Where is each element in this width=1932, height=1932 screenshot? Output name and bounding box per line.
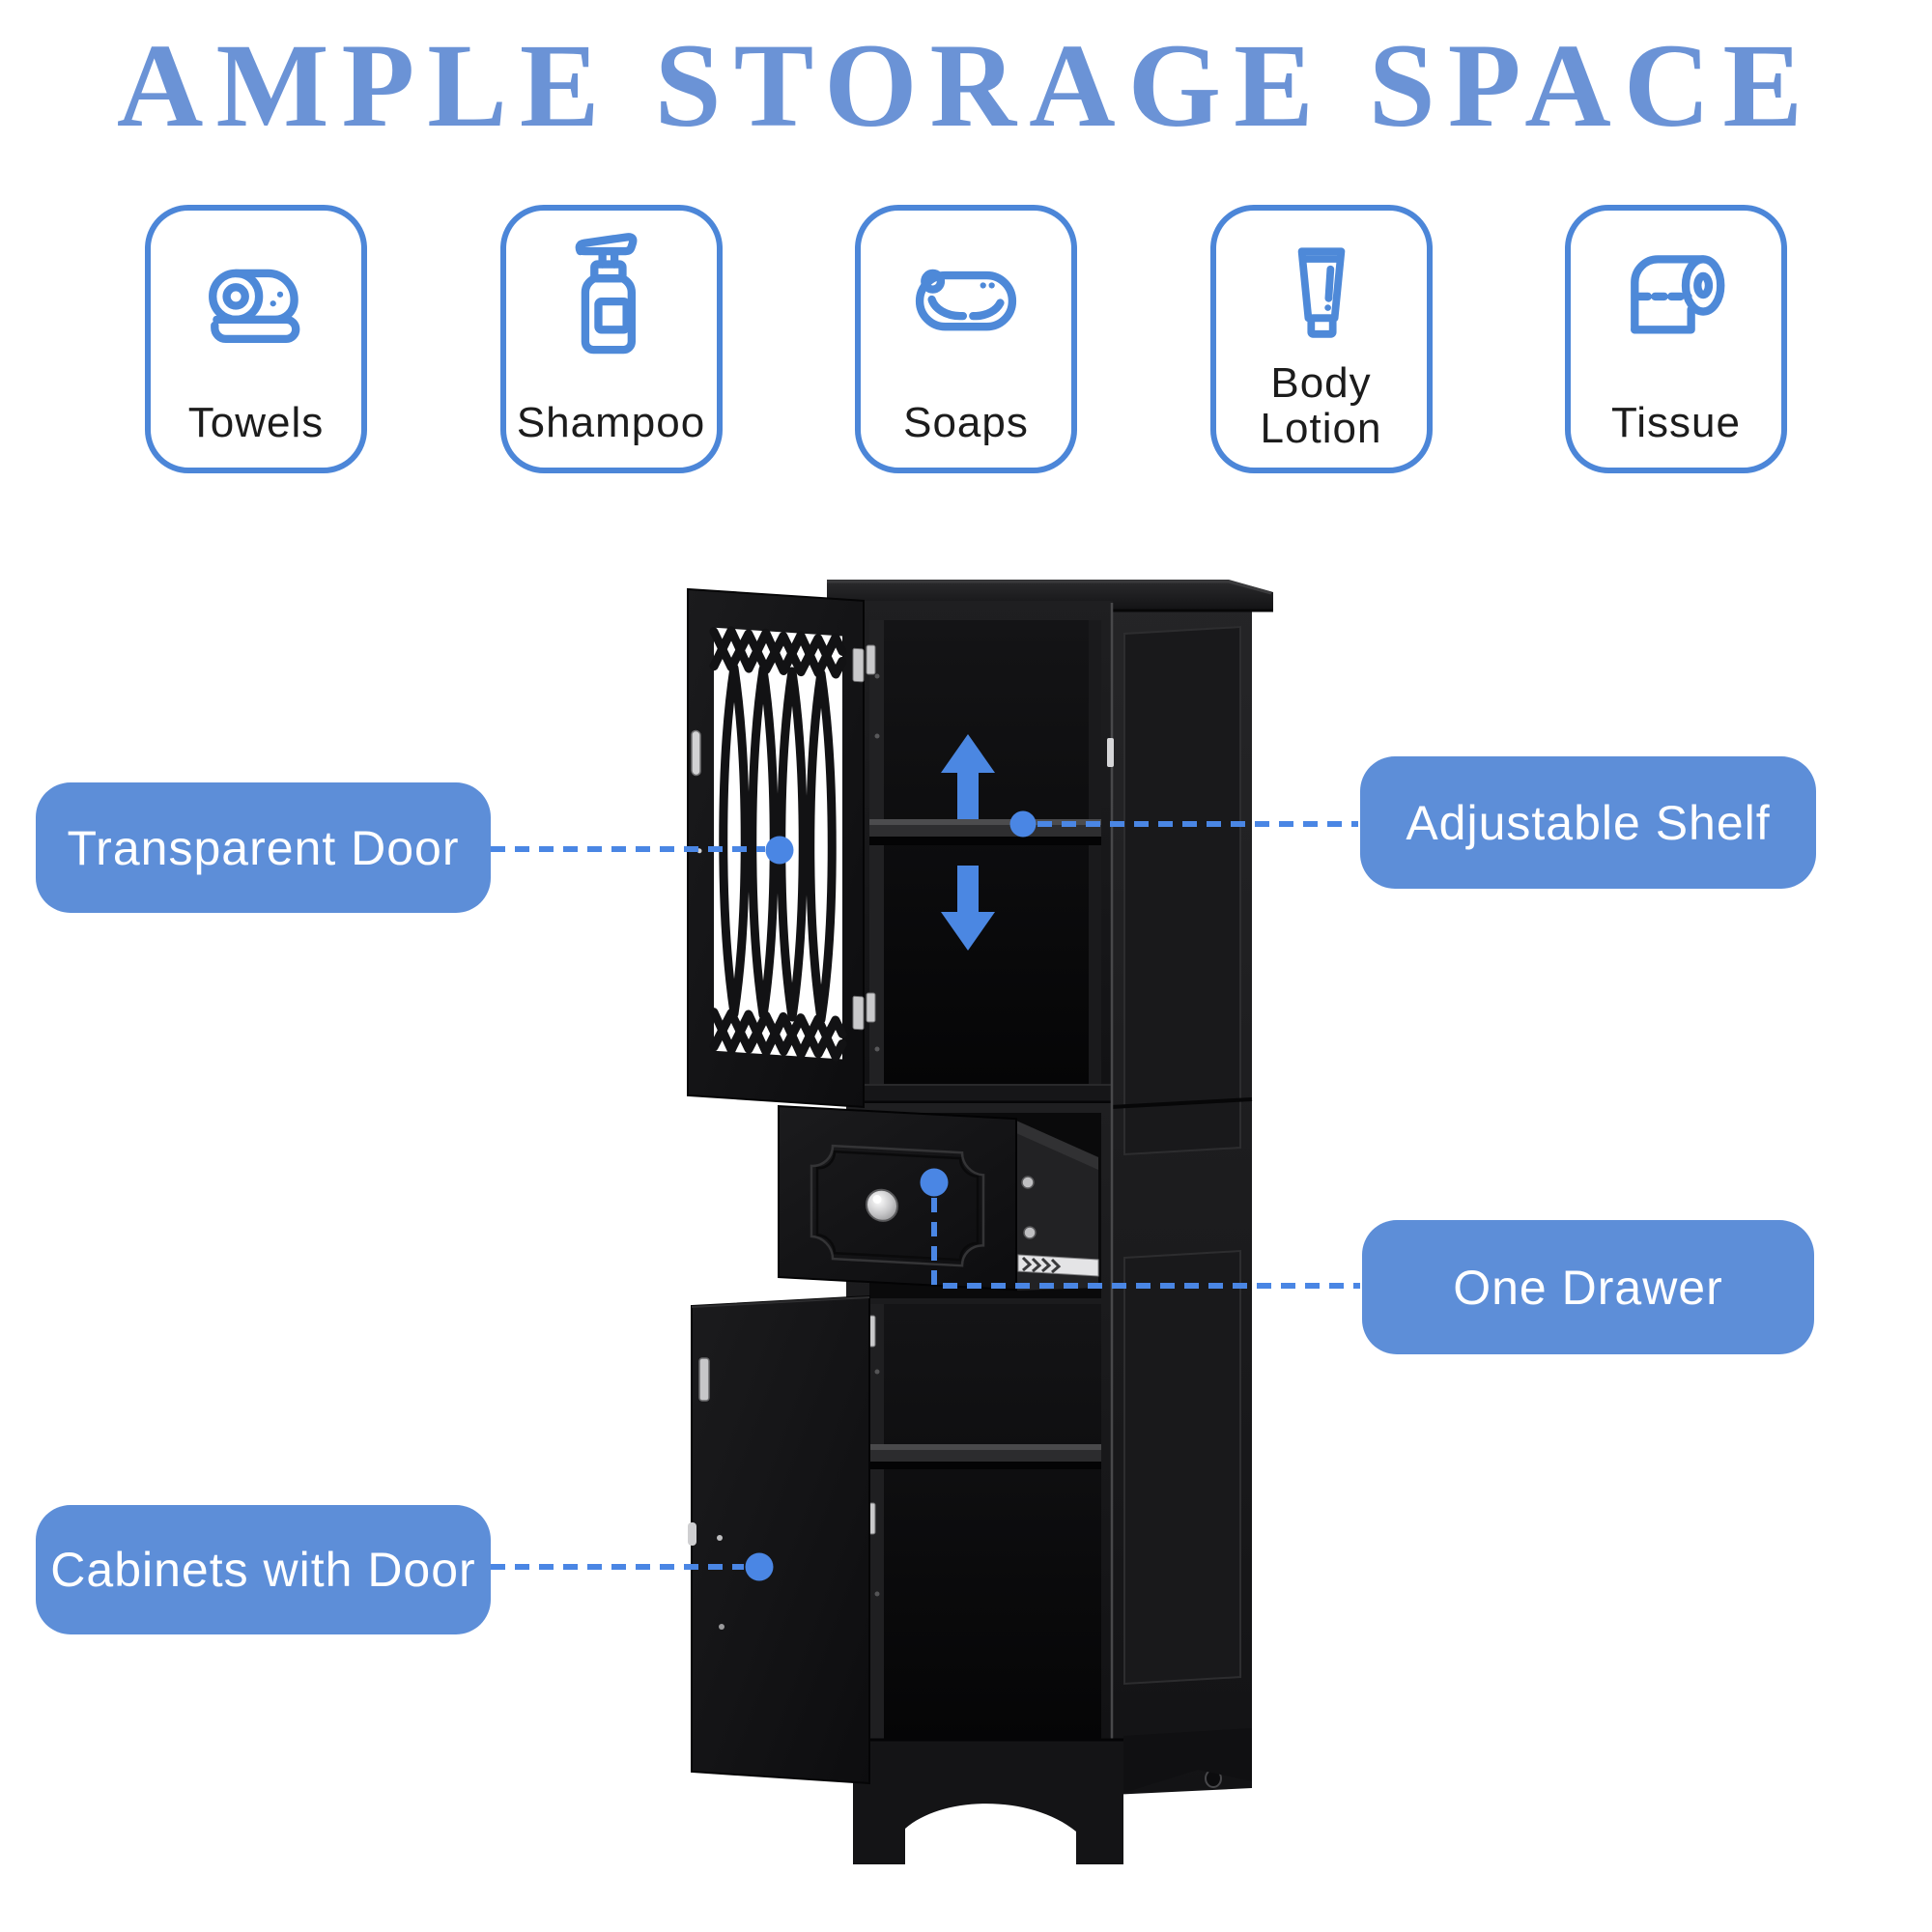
connector-dot-adjustable-shelf [1009, 810, 1037, 838]
callout-one-drawer-label: One Drawer [1453, 1260, 1723, 1315]
cabinet-side-base [1123, 1728, 1252, 1793]
upper-hinge-plate [866, 644, 876, 675]
callout-transparent-door-label: Transparent Door [67, 820, 460, 875]
feature-label-soaps: Soaps [903, 399, 1029, 447]
feature-label-body-lotion: Body Lotion [1260, 359, 1382, 452]
adjustable-shelf [869, 819, 1101, 845]
feature-label-towels: Towels [187, 399, 325, 447]
towel-roll-icon [209, 269, 300, 344]
door-catch-plate [1107, 738, 1114, 767]
feature-box-towels: Towels [145, 205, 367, 473]
drawer [778, 1105, 1017, 1292]
callout-transparent-door: Transparent Door [36, 782, 491, 913]
callout-one-drawer: One Drawer [1362, 1220, 1814, 1354]
connector-dot-one-drawer [920, 1168, 949, 1197]
feature-box-tissue: Tissue [1565, 205, 1787, 473]
lotion-tube-icon [1297, 247, 1345, 338]
connector-dot-cabinets-with-door [745, 1552, 774, 1581]
callout-cabinets-with-door: Cabinets with Door [36, 1505, 491, 1634]
shelf-up-arrow [941, 734, 995, 819]
unit-seam [846, 1084, 1113, 1104]
door-lock-plate [698, 1357, 710, 1402]
lower-compartment [866, 1304, 1101, 1739]
soap-bar-icon [915, 269, 1017, 331]
cabinet-base [853, 1738, 1123, 1864]
callout-cabinets-with-door-label: Cabinets with Door [50, 1543, 476, 1597]
callout-adjustable-shelf: Adjustable Shelf [1360, 756, 1816, 889]
feature-label-line1: Body [1270, 359, 1372, 407]
feature-box-body-lotion: Body Lotion [1209, 205, 1433, 473]
door-catch [688, 1522, 696, 1546]
feature-label-tissue: Tissue [1611, 399, 1741, 447]
feature-label-line2: Lotion [1260, 404, 1382, 452]
page-title: AMPLE STORAGE SPACE [116, 19, 1816, 152]
toilet-paper-roll-icon [1631, 255, 1725, 334]
feature-icon-row: Towels Shampoo Soaps [145, 205, 1787, 473]
cabinet-side-panel [1110, 594, 1253, 1795]
door-hinge [852, 995, 865, 1031]
connector-dot-transparent-door [765, 836, 794, 865]
shelf-down-arrow [941, 866, 995, 951]
upper-compartment [869, 620, 1101, 1084]
callout-adjustable-shelf-label: Adjustable Shelf [1406, 795, 1771, 850]
upper-hinge-plate [866, 992, 876, 1023]
drawer-knob [866, 1188, 898, 1222]
feature-label-shampoo: Shampoo [516, 399, 706, 447]
shampoo-pump-bottle-icon [575, 233, 637, 355]
lower-door [688, 1294, 870, 1785]
drawer-box-side [1016, 1121, 1099, 1291]
connector-line-one-drawer [931, 1198, 1360, 1289]
door-hinge [852, 647, 865, 683]
feature-box-shampoo: Shampoo [499, 205, 723, 473]
door-handle [691, 729, 701, 777]
feature-box-soaps: Soaps [855, 205, 1077, 473]
door-lattice [709, 626, 847, 1062]
